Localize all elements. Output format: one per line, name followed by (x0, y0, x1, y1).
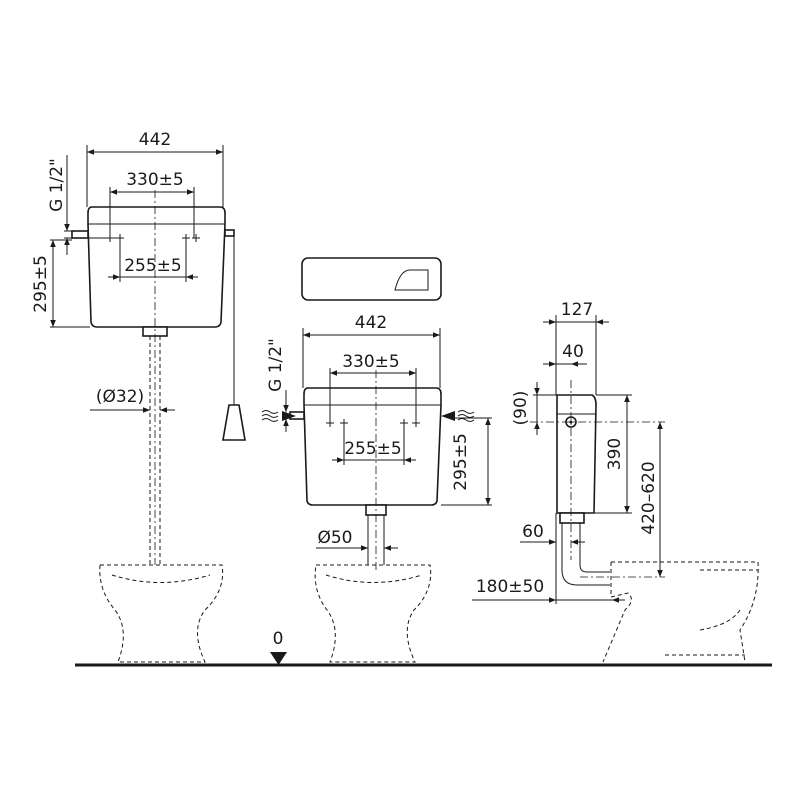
cover-plate (301, 257, 442, 301)
inlet-spacing-dimension: 330±5 (126, 170, 184, 190)
inlet-thread-dimension: G 1/2" (266, 338, 286, 392)
width-dimension: 442 (355, 313, 387, 333)
toilet-bowl-outline (99, 564, 224, 663)
inlet-arrow-left-icon (282, 411, 296, 421)
toilet-bowl-outline (602, 561, 759, 663)
toilet-bowl-outline (314, 564, 432, 663)
inlet-stub (71, 230, 89, 239)
low-level-cistern-view: 442 330±5 255±5 295±5 G 1/2" Ø50 (261, 257, 492, 663)
flush-button-icon (394, 269, 429, 291)
side-view: 127 40 (90) 390 420–620 60 180±50 (472, 300, 759, 663)
fixing-spacing-dimension: 255±5 (344, 439, 402, 459)
height-dimension: 295±5 (451, 433, 471, 491)
high-level-cistern-view: 442 330±5 255±5 295±5 G 1/2" (Ø32) (31, 130, 246, 663)
inlet-height-range-dimension: 420–620 (639, 461, 659, 534)
floor-level-marker: 0 (270, 629, 287, 665)
depth-dimension: 127 (561, 300, 593, 320)
inlet-arrow-right-icon (441, 411, 455, 421)
cistern-body (303, 387, 442, 506)
pipe-offset-dimension: 60 (522, 522, 544, 542)
floor-level-label: 0 (273, 629, 284, 649)
width-dimension: 442 (139, 130, 171, 150)
pipe-diameter-dimension: (Ø32) (96, 387, 144, 407)
height-dimension: 295±5 (31, 255, 51, 313)
inlet-thread-dimension: G 1/2" (47, 158, 67, 212)
inlet-spacing-dimension: 330±5 (342, 352, 400, 372)
cistern-body (556, 394, 597, 514)
inlet-offset-dimension: 40 (562, 342, 584, 362)
flush-lever (224, 229, 235, 237)
cistern-body (87, 206, 226, 328)
projection-dimension: 180±50 (476, 577, 544, 597)
height-dimension: 390 (605, 438, 625, 470)
pipe-diameter-dimension: Ø50 (317, 528, 352, 548)
pull-handle (222, 404, 246, 441)
fixing-spacing-dimension: 255±5 (124, 256, 182, 276)
inlet-from-top-dimension: (90) (511, 391, 531, 426)
